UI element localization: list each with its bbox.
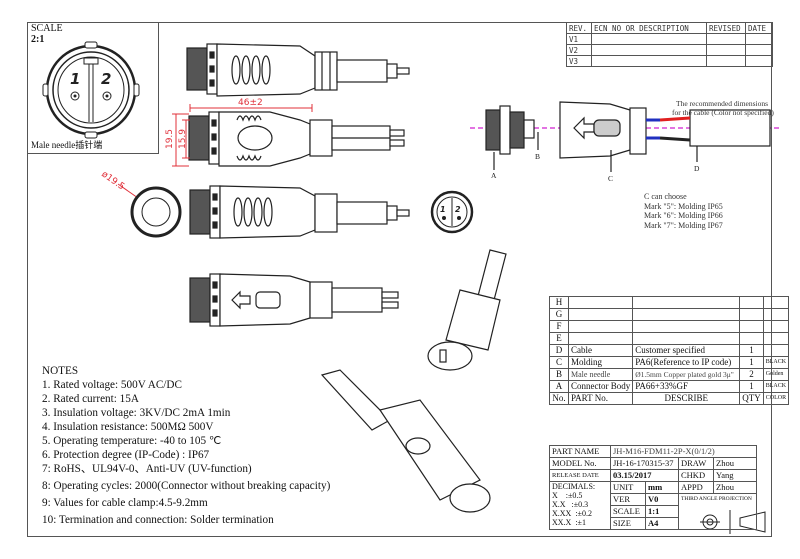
dimension-outer-height: 19.5	[165, 128, 176, 150]
decimals-tolerances: DECIMALS: X :±0.5 X.X :±0.3 X.XX :±0.2 X…	[549, 481, 611, 530]
bom-row: F	[549, 320, 790, 333]
note-item: 7: RoHS、UL94V-0、Anti-UV (UV-function)	[42, 463, 252, 475]
dimension-lines	[117, 104, 313, 199]
ecn-header: ECN NO OR DESCRIPTION	[591, 22, 707, 34]
svg-text:1: 1	[440, 205, 446, 214]
chkd-value: Yang	[713, 469, 757, 482]
draw-value: Zhou	[713, 457, 757, 470]
svg-text:2: 2	[455, 205, 461, 214]
release-date-label: RELEASE DATE	[549, 469, 611, 482]
end-view-pins: 1 2	[430, 190, 474, 234]
dimension-inner-height: 15.9	[178, 128, 189, 150]
pin-label-2: 2	[101, 70, 111, 88]
date-header: DATE	[745, 22, 773, 34]
note-item: 2. Rated current: 15A	[42, 393, 139, 405]
bom-row: G	[549, 308, 790, 321]
cable-note-line2: for the cable (Color not specified)	[672, 108, 774, 117]
bom-row: H	[549, 296, 790, 309]
part-name-label: PART NAME	[549, 445, 611, 458]
side-view-middle	[189, 185, 410, 239]
note-item: 5. Operating temperature: -40 to 105 ℃	[42, 435, 222, 447]
note-item: 4. Insulation resistance: 500MΩ 500V	[42, 421, 214, 433]
rev-header: REV.	[566, 22, 592, 34]
revision-row: V1	[566, 33, 773, 45]
dimension-length: 46±2	[238, 98, 263, 108]
revision-table: REV. ECN NO OR DESCRIPTION REVISED DATE …	[566, 22, 773, 67]
projection-label: THIRD ANGLE PROJECTION	[678, 493, 757, 530]
note-item: 1. Rated voltage: 500V AC/DC	[42, 379, 182, 391]
note-item: 10: Termination and connection: Solder t…	[42, 514, 274, 526]
cable-note-line1: The recommended dimensions	[676, 99, 769, 108]
scale-label-cell: SCALE	[610, 505, 646, 518]
callout-d: D	[694, 164, 700, 173]
note-item: 9: Values for cable clamp:4.5-9.2mm	[42, 497, 208, 509]
drawing-frame	[27, 22, 772, 537]
appd-label: APPD	[678, 481, 714, 494]
note-item: 8: Operating cycles: 2000(Connector with…	[42, 480, 331, 492]
exploded-view	[485, 101, 771, 172]
side-view-dimensioned	[188, 111, 405, 167]
callout-a: A	[491, 171, 497, 180]
side-view-logo	[189, 273, 399, 327]
ver-label: VER	[610, 493, 646, 506]
scale-detail-view: SCALE 2:1 1 2 Male needle插针端	[27, 22, 159, 154]
release-date-value: 03.15/2017	[610, 469, 679, 482]
pin-label-1: 1	[70, 70, 80, 88]
note-item: 3. Insulation voltage: 3KV/DC 2mA 1min	[42, 407, 231, 419]
side-view-top	[186, 43, 410, 97]
scale-value: 2:1	[31, 34, 45, 45]
isometric-view-upper	[427, 249, 507, 371]
notes-section: NOTES 1. Rated voltage: 500V AC/DC 2. Ra…	[42, 364, 330, 527]
model-label: MODEL No.	[549, 457, 611, 470]
callout-c: C	[608, 174, 614, 183]
scale-value-cell: 1:1	[645, 505, 679, 518]
model-value: JH-16-170315-37	[610, 457, 679, 470]
male-needle-caption: Male needle插针端	[31, 140, 103, 150]
connector-face-2x-icon: 1 2	[42, 41, 140, 139]
revised-header: REVISED	[706, 22, 746, 34]
molding-options: C can choose Mark "5": Molding IP65 Mark…	[644, 192, 723, 230]
ver-value: V0	[645, 493, 679, 506]
callout-b: B	[535, 152, 541, 161]
isometric-view-lower	[320, 369, 491, 513]
bom-row: E	[549, 332, 790, 345]
size-label: SIZE	[610, 517, 646, 530]
part-name-value: JH-M16-FDM11-2P-X(0/1/2)	[610, 445, 757, 458]
unit-value: mm	[645, 481, 679, 494]
chkd-label: CHKD	[678, 469, 714, 482]
end-view-round	[130, 186, 182, 238]
revision-row: V2	[566, 44, 773, 56]
note-item: 6. Protection degree (IP-Code) : IP67	[42, 449, 210, 461]
revision-row: V3	[566, 55, 773, 67]
unit-label: UNIT	[610, 481, 646, 494]
size-value: A4	[645, 517, 679, 530]
title-block: PART NAME JH-M16-FDM11-2P-X(0/1/2) MODEL…	[549, 445, 757, 530]
scale-label: SCALE	[31, 23, 63, 34]
appd-value: Zhou	[713, 481, 757, 494]
notes-title: NOTES	[42, 365, 79, 377]
draw-label: DRAW	[678, 457, 714, 470]
